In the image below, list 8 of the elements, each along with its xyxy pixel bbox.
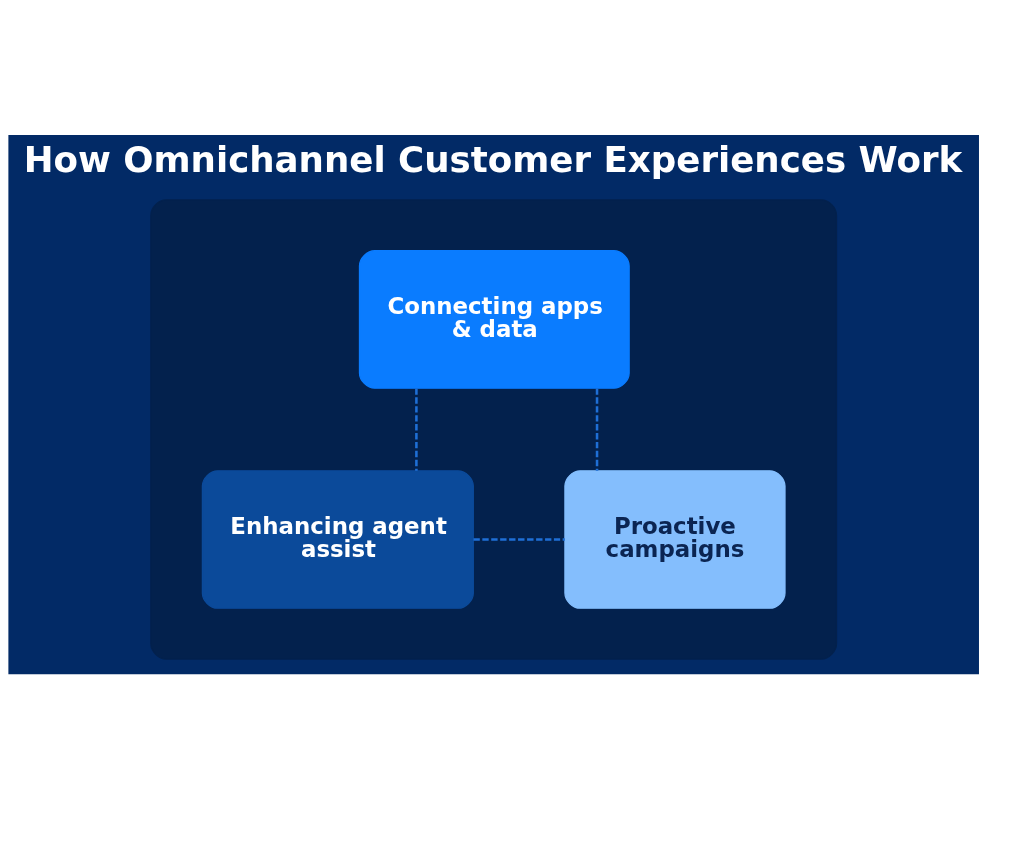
connector (473, 538, 565, 541)
node-box: Enhancing agent assist (201, 470, 474, 609)
connector (595, 388, 599, 471)
diagram-title: How Omnichannel Customer Experiences Work (23, 139, 963, 181)
connector (415, 388, 418, 471)
node-box: Connecting apps & data (358, 250, 630, 389)
node-box: Proactive campaigns (564, 470, 786, 609)
cluster (150, 199, 838, 660)
